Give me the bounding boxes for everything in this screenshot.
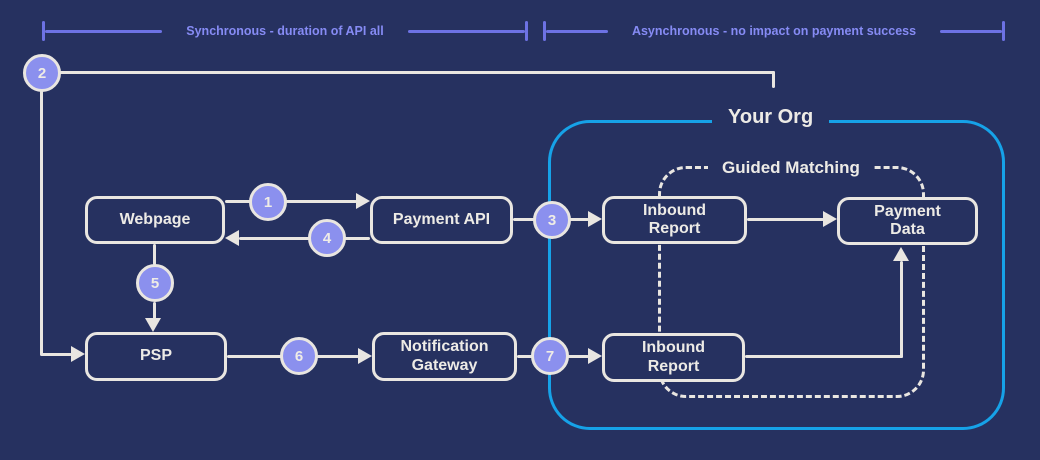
- connector-step5-to-psp: [153, 302, 156, 319]
- bracket-line: [546, 29, 608, 33]
- connector-step2-down: [40, 90, 43, 355]
- bracket-asynchronous-label: Asynchronous - no impact on payment succ…: [631, 24, 917, 38]
- step-circle-7: 7: [531, 337, 569, 375]
- node-payment-data-label: Payment Data: [874, 202, 941, 238]
- node-psp-label: PSP: [139, 347, 172, 365]
- step-circle-2: 2: [23, 54, 61, 92]
- node-notification-gateway-label: Notification Gateway: [400, 338, 489, 374]
- arrowhead-into-gateway: [358, 348, 372, 364]
- arrowhead-into-payment-data-left: [823, 211, 837, 227]
- bracket-tick: [1002, 21, 1006, 41]
- node-psp: PSP: [85, 332, 227, 381]
- bracket-synchronous-label: Synchronous - duration of API all: [186, 24, 384, 38]
- connector-webpage-to-step5: [153, 244, 156, 265]
- connector-step2-to-psp: [40, 353, 72, 356]
- arrowhead-into-psp-left: [71, 346, 85, 362]
- node-webpage-label: Webpage: [119, 210, 191, 228]
- node-payment-api-label: Payment API: [392, 210, 491, 228]
- connector-step2-top: [58, 71, 775, 74]
- node-notification-gateway: Notification Gateway: [372, 332, 517, 381]
- connector-webpage-to-api: [225, 200, 357, 203]
- node-inbound-report-bottom-label: Inbound Report: [641, 339, 706, 375]
- bracket-line: [407, 29, 525, 33]
- step-circle-3: 3: [533, 201, 571, 239]
- arrowhead-into-psp-top: [145, 318, 161, 332]
- step-circle-5: 5: [136, 264, 174, 302]
- bracket-line: [45, 29, 163, 33]
- arrowhead-into-inbound-report-top: [588, 211, 602, 227]
- step-circle-6: 6: [280, 337, 318, 375]
- arrowhead-into-inbound-report-bottom: [588, 348, 602, 364]
- node-inbound-report-top-label: Inbound Report: [642, 201, 707, 237]
- node-payment-api: Payment API: [370, 196, 513, 244]
- node-inbound-report-top: Inbound Report: [602, 196, 747, 244]
- connector-inbound-report2-right: [745, 355, 903, 358]
- connector-api-to-webpage: [239, 237, 370, 240]
- connector-up-to-payment-data: [900, 261, 903, 358]
- node-inbound-report-bottom: Inbound Report: [602, 333, 745, 382]
- bracket-tick: [42, 21, 45, 41]
- guided-matching-label: Guided Matching: [708, 155, 874, 180]
- connector-inbound-report-to-payment-data: [747, 218, 824, 221]
- bracket-line: [940, 29, 1003, 33]
- step-circle-1: 1: [249, 183, 287, 221]
- node-payment-data: Payment Data: [837, 197, 978, 245]
- bracket-asynchronous: Asynchronous - no impact on payment succ…: [543, 21, 1006, 41]
- arrowhead-into-payment-api: [356, 193, 370, 209]
- step-circle-4: 4: [308, 219, 346, 257]
- arrowhead-into-payment-data-bottom: [893, 247, 909, 261]
- your-org-label: Your Org: [712, 103, 830, 131]
- node-webpage: Webpage: [85, 196, 225, 244]
- bracket-tick: [525, 21, 528, 41]
- bracket-synchronous: Synchronous - duration of API all: [42, 21, 528, 41]
- bracket-tick: [543, 21, 546, 41]
- arrowhead-into-webpage: [225, 230, 239, 246]
- connector-step2-top-stub: [772, 71, 775, 88]
